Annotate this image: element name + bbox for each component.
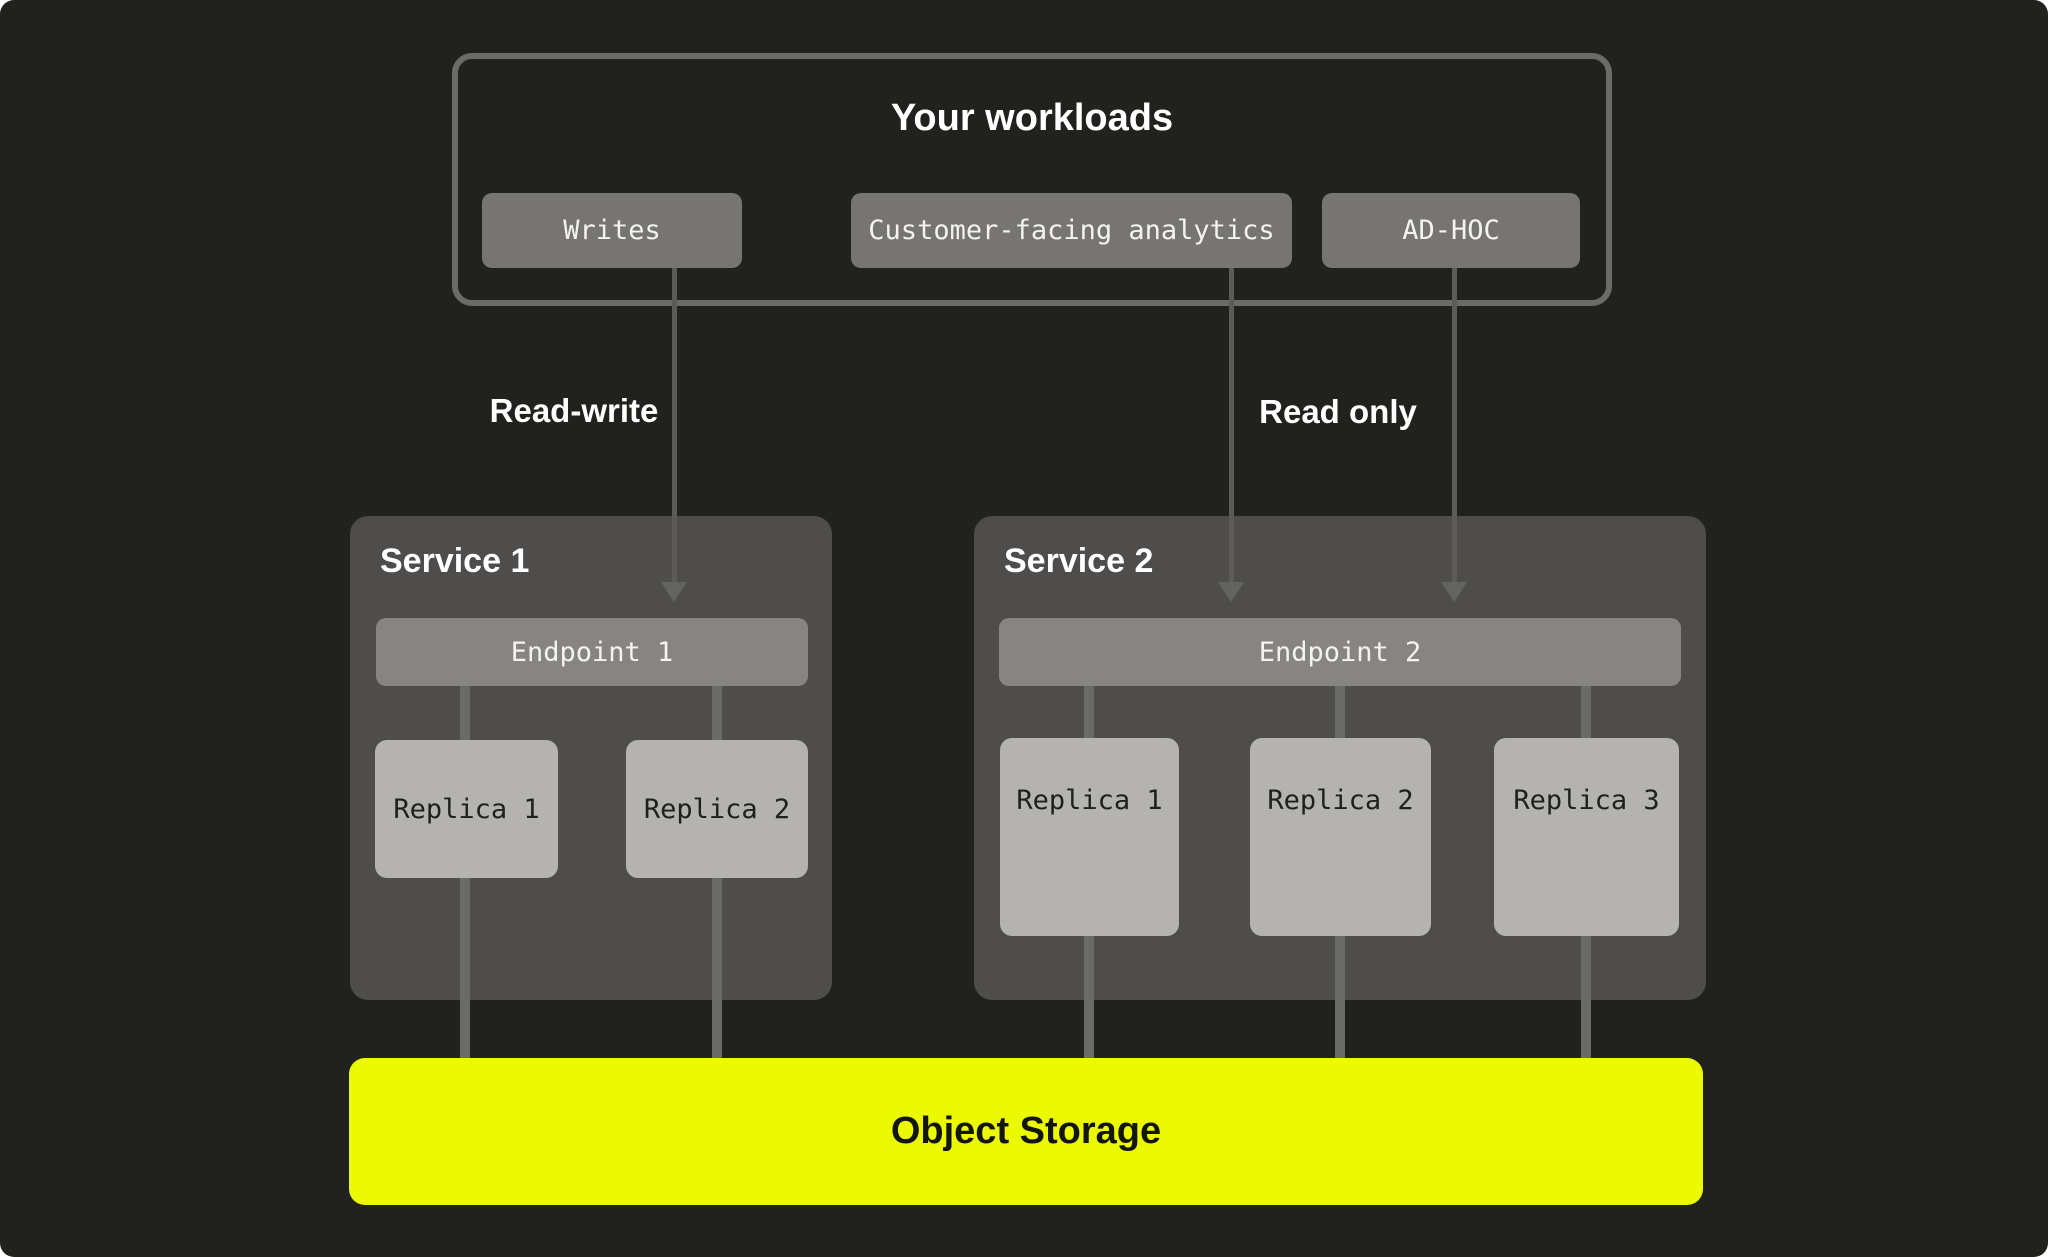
service-2-replica-2: Replica 2 xyxy=(1250,738,1431,936)
object-storage-label: Object Storage xyxy=(890,1110,1162,1152)
analytics-arrowhead-icon xyxy=(1218,582,1244,602)
replica-label: Replica 1 xyxy=(1016,785,1163,816)
adhoc-arrow-line xyxy=(1452,268,1457,582)
analytics-arrow-line xyxy=(1229,268,1234,582)
replica-label: Replica 3 xyxy=(1513,785,1660,816)
writes-arrowhead-icon xyxy=(661,582,687,602)
workload-chip-label: Writes xyxy=(563,215,661,246)
object-storage-bar: Object Storage xyxy=(349,1058,1703,1205)
endpoint-label: Endpoint 2 xyxy=(1258,636,1422,668)
workloads-title: Your workloads xyxy=(890,97,1174,139)
service-2-replica-3: Replica 3 xyxy=(1494,738,1679,936)
endpoint-label: Endpoint 1 xyxy=(510,636,674,668)
service-1-replica-2: Replica 2 xyxy=(626,740,808,878)
service-1-endpoint: Endpoint 1 xyxy=(376,618,808,686)
workload-chip-customer-facing-analytics: Customer-facing analytics xyxy=(851,193,1292,268)
replica-label: Replica 1 xyxy=(393,793,540,825)
workload-chip-writes: Writes xyxy=(482,193,742,268)
service-2-endpoint: Endpoint 2 xyxy=(999,618,1681,686)
replica-label: Replica 2 xyxy=(643,793,791,825)
workloads-group-box xyxy=(452,53,1612,306)
service-2-title: Service 2 xyxy=(1004,542,1154,580)
workload-chip-ad-hoc: AD-HOC xyxy=(1322,193,1580,268)
writes-arrow-line xyxy=(672,268,677,582)
read-write-label: Read-write xyxy=(489,392,659,429)
workload-chip-label: AD-HOC xyxy=(1402,215,1500,246)
service-2-replica-1: Replica 1 xyxy=(1000,738,1179,936)
service-1-title: Service 1 xyxy=(380,542,530,580)
workload-chip-label: Customer-facing analytics xyxy=(868,215,1275,246)
replica-label: Replica 2 xyxy=(1267,785,1414,816)
service-1-replica-1: Replica 1 xyxy=(375,740,558,878)
read-only-label: Read only xyxy=(1259,393,1417,430)
adhoc-arrowhead-icon xyxy=(1441,582,1467,602)
